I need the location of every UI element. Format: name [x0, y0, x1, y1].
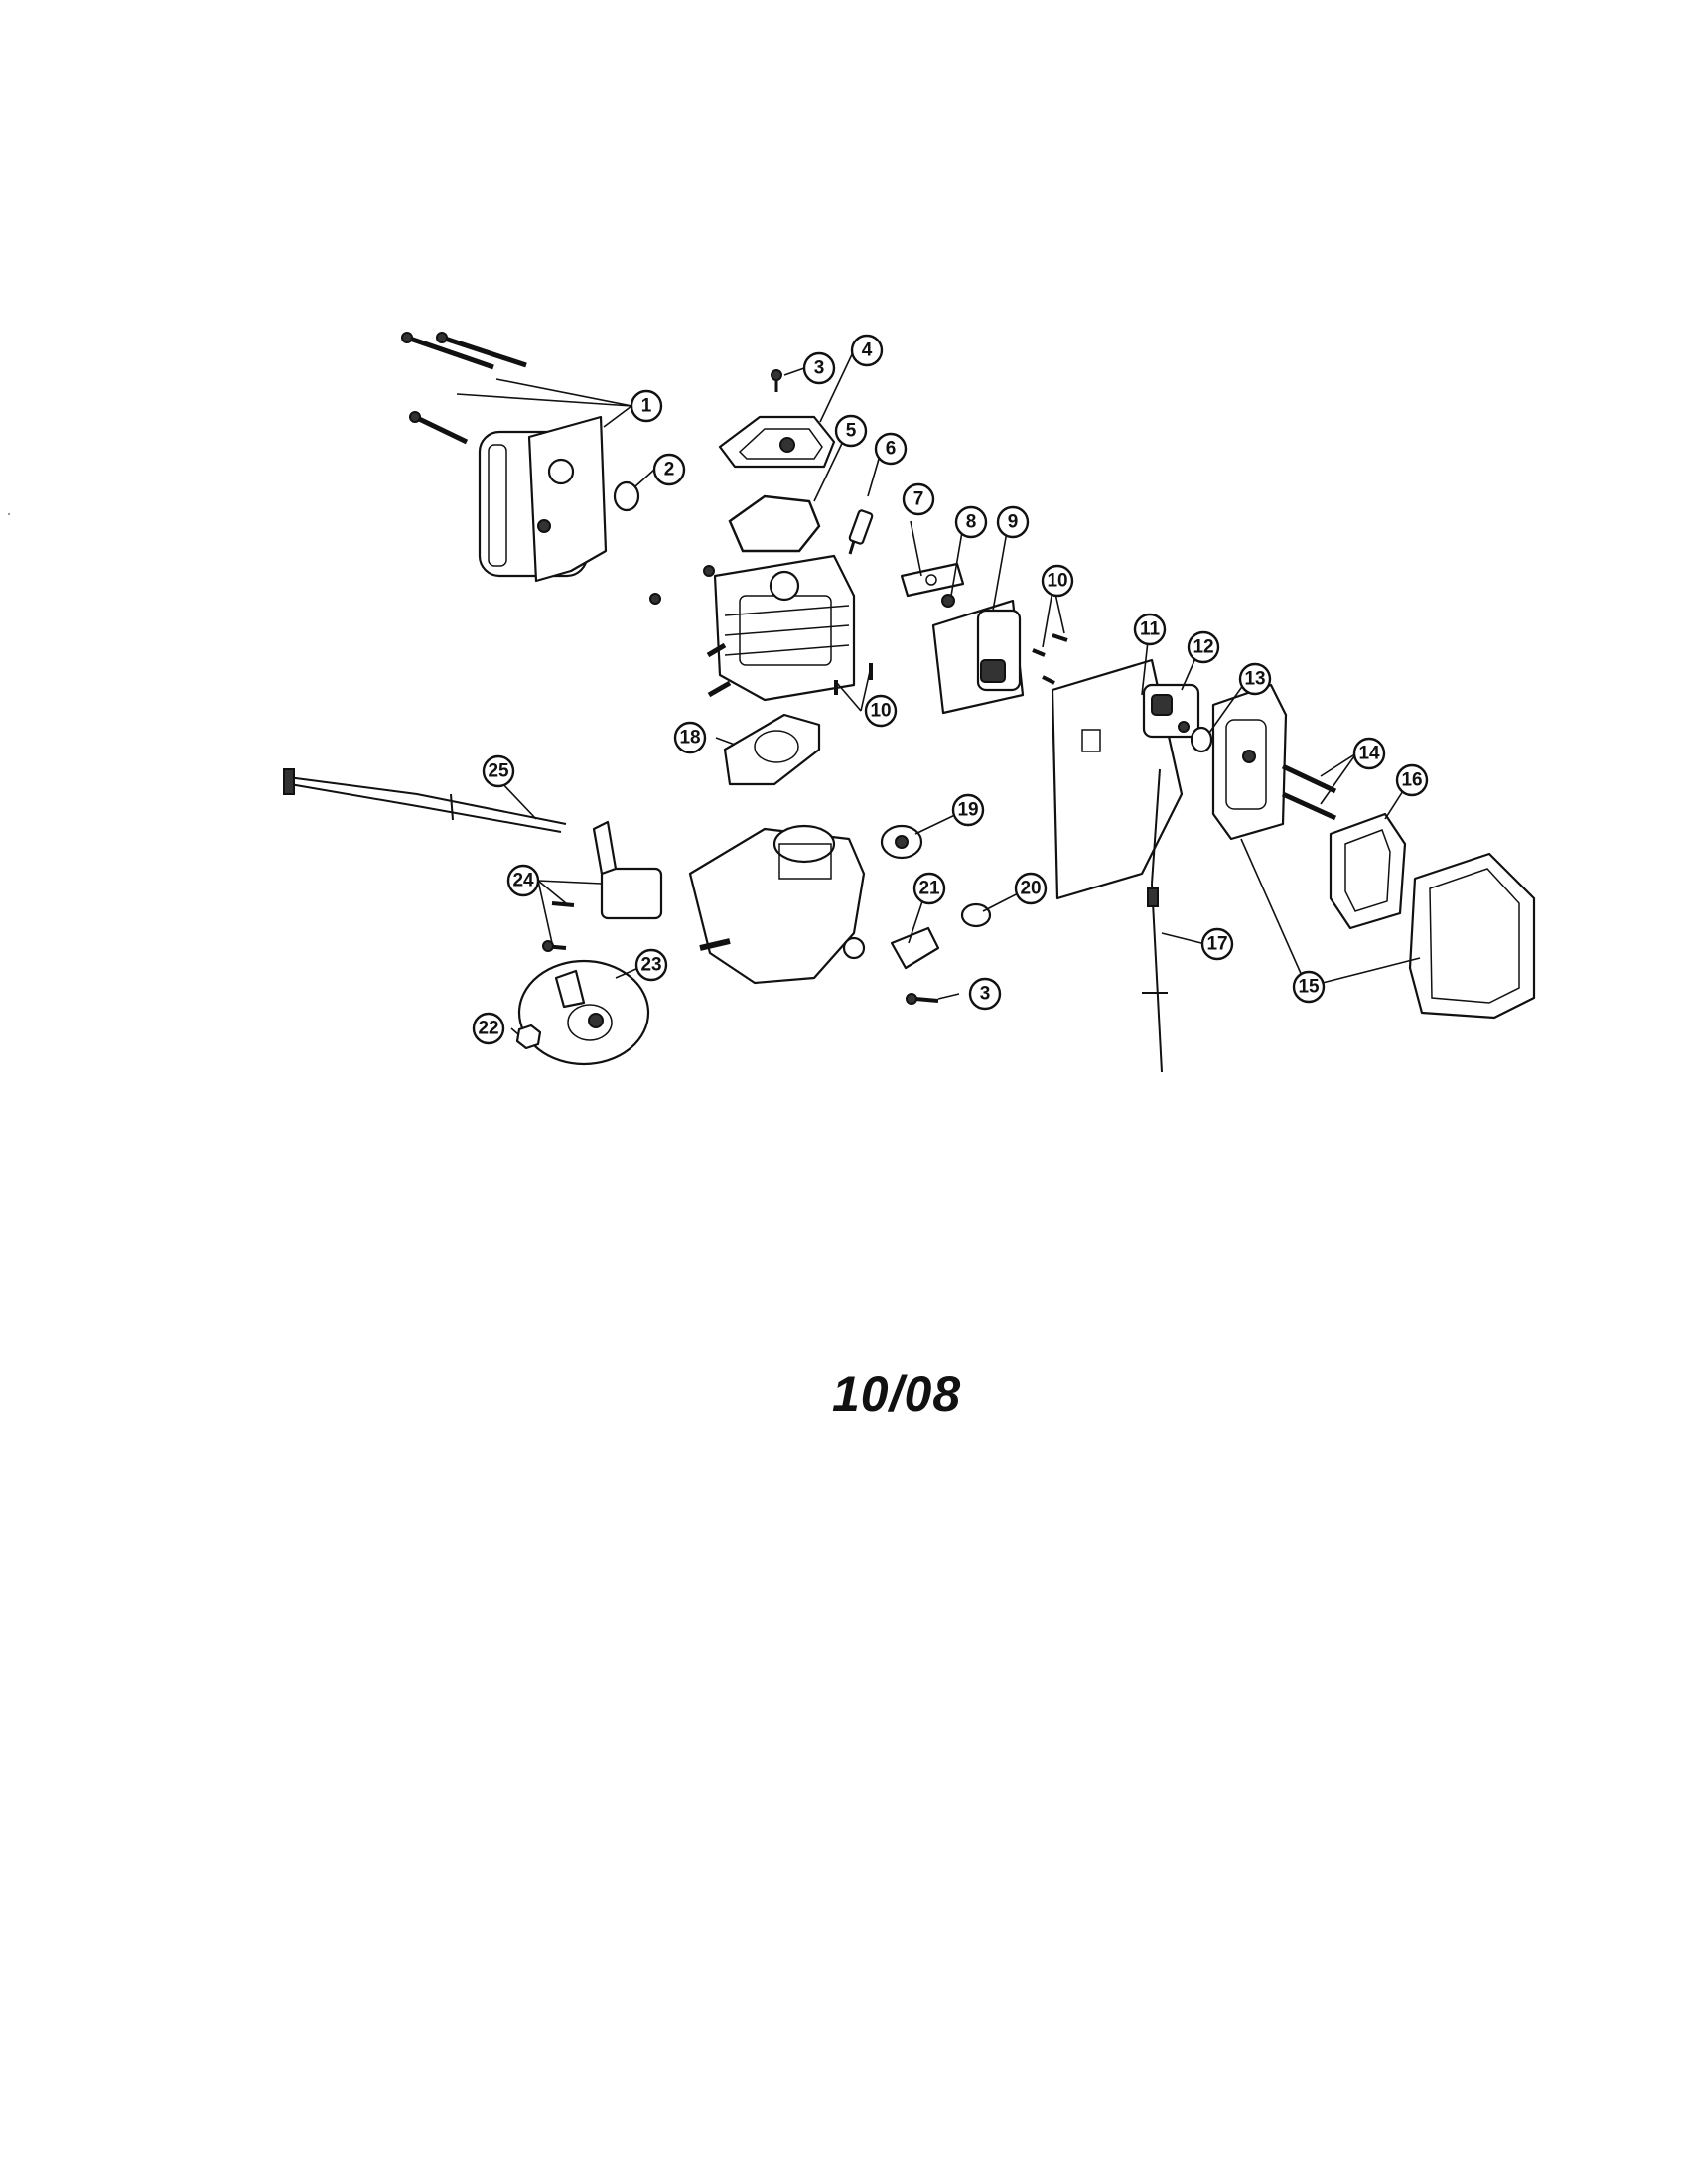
muffler-part	[401, 332, 608, 583]
callout-18: 18	[673, 721, 707, 754]
screw-part-bottom	[906, 993, 939, 1005]
callout-3-top: 3	[802, 351, 836, 385]
svg-text:19: 19	[957, 800, 978, 821]
callout-25: 25	[482, 754, 515, 788]
base-gasket-part	[723, 713, 821, 786]
date-code: 10/08	[832, 1366, 962, 1422]
callout-1: 1	[630, 389, 663, 423]
callout-5: 5	[834, 414, 868, 448]
part-19-fitting	[880, 824, 923, 860]
crankcase	[688, 824, 866, 985]
svg-text:18: 18	[679, 728, 700, 749]
svg-text:20: 20	[1020, 879, 1041, 899]
svg-text:7: 7	[913, 489, 924, 510]
part-21-elbow	[890, 926, 940, 970]
ignition-coil-part	[542, 820, 663, 952]
callout-9: 9	[996, 505, 1030, 539]
svg-text:11: 11	[1140, 619, 1161, 640]
callout-20: 20	[1014, 872, 1048, 905]
svg-text:14: 14	[1358, 744, 1380, 764]
callout-8: 8	[954, 505, 988, 539]
svg-text:1: 1	[641, 396, 652, 417]
svg-text:4: 4	[862, 341, 873, 361]
spark-plug-part	[848, 509, 874, 555]
callout-4: 4	[850, 334, 884, 367]
stray-dot	[8, 513, 10, 515]
svg-text:17: 17	[1206, 934, 1227, 955]
svg-text:25: 25	[488, 761, 509, 782]
svg-text:22: 22	[478, 1019, 498, 1039]
screw-part-top	[771, 369, 782, 392]
callout-16: 16	[1395, 763, 1429, 797]
flywheel-part	[517, 959, 650, 1066]
part-20-fitting	[960, 902, 992, 928]
callout-6: 6	[874, 432, 908, 466]
muffler-gasket-part	[613, 480, 640, 512]
callout-15: 15	[1292, 970, 1326, 1004]
air-filter-housing-part	[1211, 683, 1536, 1020]
svg-text:12: 12	[1193, 637, 1213, 658]
callout-17: 17	[1200, 927, 1234, 961]
svg-text:16: 16	[1401, 770, 1422, 791]
callout-19: 19	[951, 793, 985, 827]
svg-text:8: 8	[966, 512, 977, 533]
callout-24: 24	[506, 864, 540, 897]
plate-part	[900, 562, 965, 598]
callout-21: 21	[912, 872, 946, 905]
filter-element-part	[1329, 812, 1407, 930]
cover-gasket-part	[728, 494, 821, 553]
svg-text:2: 2	[664, 460, 675, 480]
callout-12: 12	[1187, 630, 1220, 664]
o-ring-part	[1190, 726, 1213, 753]
throttle-cable-part	[1142, 768, 1168, 1073]
svg-text:21: 21	[918, 879, 940, 899]
svg-text:10: 10	[1047, 571, 1067, 592]
svg-text:6: 6	[886, 439, 897, 460]
callout-10-right: 10	[1041, 564, 1074, 598]
callout-11: 11	[1133, 613, 1167, 646]
callout-13: 13	[1238, 662, 1272, 696]
cylinder-block	[649, 554, 856, 702]
callout-3-bottom: 3	[968, 977, 1002, 1011]
ignition-wire-part	[283, 768, 567, 833]
callout-10-left: 10	[864, 694, 898, 728]
svg-text:3: 3	[814, 358, 825, 379]
svg-text:10: 10	[870, 701, 891, 722]
callout-23: 23	[634, 948, 668, 982]
svg-text:9: 9	[1008, 512, 1019, 533]
svg-text:15: 15	[1298, 977, 1320, 998]
svg-text:3: 3	[980, 984, 991, 1005]
svg-text:24: 24	[512, 871, 534, 891]
flywheel-nut-part	[515, 1024, 542, 1050]
carburetor-part	[1142, 683, 1200, 739]
filter-screws-part	[1281, 763, 1337, 821]
insulator-part	[931, 599, 1025, 715]
callout-14: 14	[1352, 737, 1386, 770]
svg-text:13: 13	[1244, 669, 1265, 690]
svg-text:23: 23	[640, 955, 661, 976]
callout-22: 22	[472, 1012, 505, 1045]
callout-7: 7	[902, 482, 935, 516]
callout-2: 2	[652, 453, 686, 486]
svg-text:5: 5	[846, 421, 857, 442]
screws-part-10	[834, 633, 1068, 695]
cylinder-cover-part	[718, 415, 836, 469]
nut-part	[941, 594, 955, 608]
